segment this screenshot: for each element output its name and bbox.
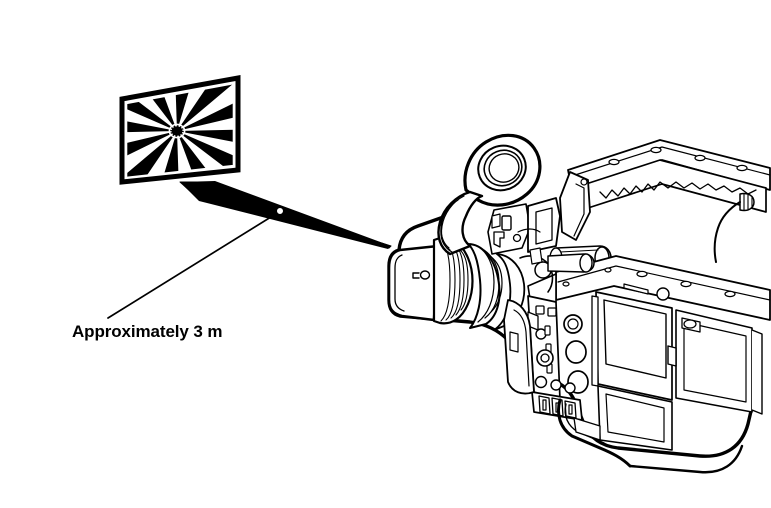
viewfinder-eyepiece-lens <box>488 153 520 183</box>
compartment-release-tab[interactable] <box>667 345 677 367</box>
lens-side-screw-stem <box>412 272 420 279</box>
chart-inner-margin <box>124 81 236 180</box>
body-screw-2 <box>604 267 612 273</box>
viewfinder-assembly <box>437 133 542 256</box>
lens-side-screw <box>419 270 431 280</box>
lens-assembly <box>387 236 526 331</box>
lcd-door-hinge <box>591 295 599 387</box>
mic-holder <box>519 253 595 293</box>
leader-line-break <box>275 206 285 216</box>
lens-barrel-ring-3 <box>489 255 503 313</box>
lens-front-rim <box>394 254 405 312</box>
focus-chart-group <box>119 75 241 185</box>
shoulder-plate-holes <box>636 270 736 298</box>
panel-selector-dial-core <box>540 353 550 363</box>
lcd-door-slot <box>623 283 649 295</box>
distance-label: Approximately 3 m <box>72 322 223 341</box>
bottom-curve <box>557 398 632 468</box>
cable-guide <box>517 228 541 233</box>
panel-round-button-3[interactable] <box>564 382 576 394</box>
body-screw-1 <box>562 281 570 287</box>
label-leader-line <box>107 211 280 319</box>
viewfinder-bracket-screw <box>512 233 522 243</box>
bracket-detail-1 <box>491 213 501 229</box>
front-strut-crease <box>513 309 530 387</box>
viewfinder-bracket-slot <box>501 215 512 231</box>
handle-thumb-screw-ridges <box>743 193 753 211</box>
chart-border <box>119 75 241 185</box>
panel-round-button-2[interactable] <box>550 379 562 391</box>
rail-slot <box>535 207 553 245</box>
distance-arrow-group <box>179 181 392 249</box>
handle-post-screw <box>580 178 588 186</box>
lcd-door-button[interactable] <box>656 287 670 301</box>
viewfinder-rail <box>527 197 561 253</box>
mic-holder-rod-cap <box>579 253 593 273</box>
panel-switch-1[interactable] <box>544 325 551 336</box>
slide-rod-line <box>559 249 599 253</box>
lcd-lower-door-inner <box>605 393 665 443</box>
handle-cable <box>713 201 741 263</box>
upper-body-details <box>491 213 612 287</box>
panel-button-2[interactable] <box>547 307 557 317</box>
rear-edge <box>751 329 763 415</box>
handle-front-post <box>559 171 591 241</box>
front-strut <box>503 299 535 395</box>
lens-barrel-ring-1 <box>476 245 495 323</box>
rear-compartment <box>667 309 763 415</box>
switch-bank <box>531 391 583 421</box>
bottom-rail <box>628 444 744 474</box>
front-strut-tab <box>509 331 519 353</box>
handle-front-post-line <box>573 183 585 237</box>
side-control-panel <box>527 295 589 401</box>
shoulder-top-plate-edge <box>557 265 771 301</box>
handle-shoe-holes <box>608 146 748 172</box>
handle-grip-ribs <box>599 181 757 199</box>
camcorder-group <box>387 133 771 474</box>
label-leader-line-group <box>107 206 285 319</box>
lcd-door-screen <box>603 299 667 379</box>
lens-hood <box>387 244 440 322</box>
handle-top-plate-edge <box>571 146 771 177</box>
chart-center-dot-halo <box>168 123 186 139</box>
lcd-panel-door <box>591 283 673 451</box>
bracket-detail-2 <box>529 247 543 265</box>
battery-door-inner <box>683 321 747 403</box>
chart-starburst-spokes <box>126 83 234 178</box>
bottom-shell <box>557 398 744 474</box>
audio-knob-2[interactable] <box>565 340 587 364</box>
distance-arrow-body <box>180 181 391 249</box>
audio-knob-1-inner <box>567 318 579 330</box>
viewfinder-barrel-rib-3 <box>440 204 453 249</box>
body-front-strut <box>503 299 535 395</box>
viewfinder-bracket-hook <box>493 231 505 248</box>
top-handle <box>559 139 771 263</box>
panel-round-button-1[interactable] <box>534 375 548 389</box>
battery-latch-knob[interactable] <box>683 319 697 329</box>
bottom-pad <box>573 417 601 441</box>
panel-button-1[interactable] <box>535 305 545 315</box>
chart-center-dot-core <box>171 126 183 136</box>
